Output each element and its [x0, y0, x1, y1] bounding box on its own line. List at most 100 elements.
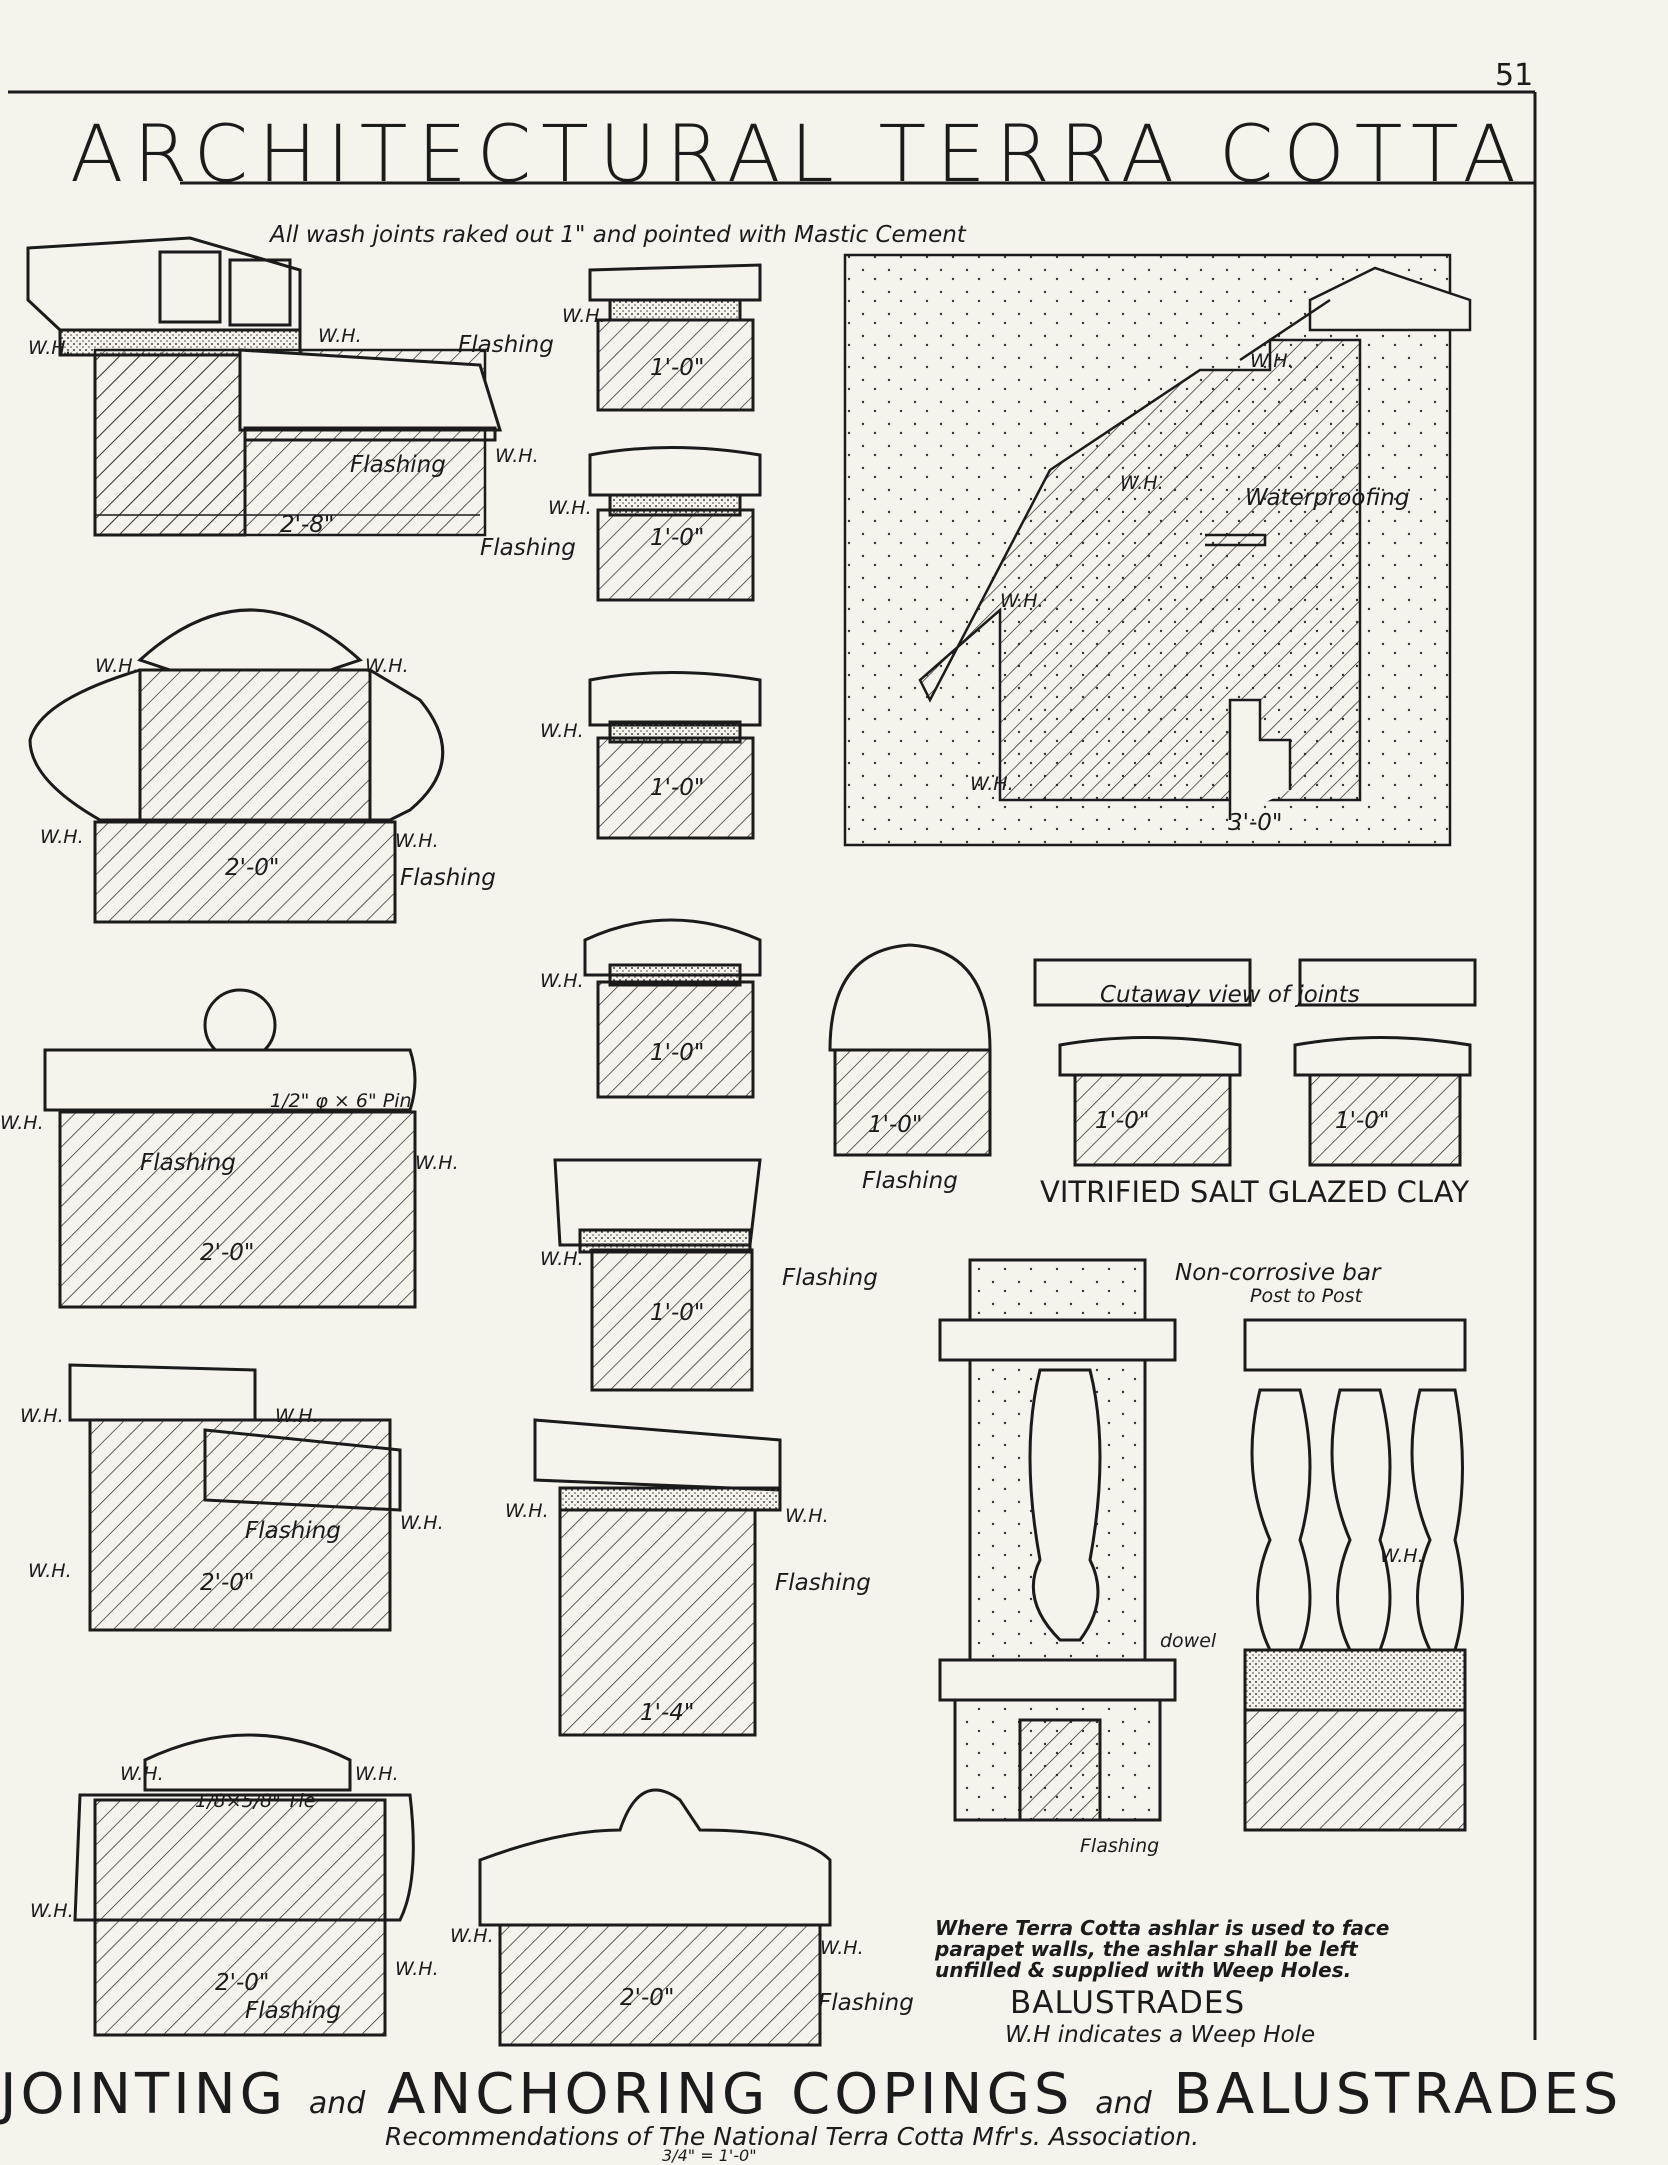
dimension-2-0: 2'-0" — [200, 1570, 255, 1596]
page-title: ARCHITECTURAL TERRA COTTA — [70, 110, 1526, 200]
coping-detail-4 — [68, 1363, 402, 1632]
label-wh: W.H. — [30, 1900, 74, 1922]
label-flashing: Flashing — [400, 865, 496, 891]
label-flashing: Flashing — [458, 332, 554, 358]
coping-detail-5 — [73, 1733, 415, 2037]
footer-anchoring: ANCHORING COPINGS — [387, 2062, 1074, 2127]
label-wh: W.H. — [395, 1958, 439, 1980]
label-wh: W.H. — [505, 1500, 549, 1522]
footer-and: and — [308, 2086, 366, 2121]
wall-section — [843, 253, 1472, 847]
label-wh: W.H. — [365, 655, 409, 677]
coping-small-4 — [583, 918, 762, 1099]
label-flashing: Flashing — [245, 1518, 341, 1544]
page-number: 51 — [1495, 58, 1534, 93]
label-flashing: Flashing — [1080, 1835, 1160, 1857]
coping-arched — [828, 943, 992, 1157]
footer-jointing: JOINTING — [0, 2062, 288, 2127]
coping-detail-1 — [26, 236, 503, 537]
label-wh: W.H. — [970, 773, 1014, 795]
label-wh: W.H. — [495, 445, 539, 467]
label-wh: W.H. — [1250, 350, 1294, 372]
coping-ornate-1 — [28, 608, 445, 924]
dimension-2-0: 2'-0" — [225, 855, 280, 881]
label-wh: W.H. — [540, 720, 584, 742]
label-balustrades: BALUSTRADES — [1010, 1985, 1246, 2021]
label-wh: W.H. — [28, 1560, 72, 1582]
dimension-1-0: 1'-0" — [650, 1040, 705, 1066]
label-wh: W.H. — [562, 305, 606, 327]
dimension-1-0: 1'-0" — [1095, 1108, 1150, 1134]
dimension-2-8: 2'-8" — [280, 512, 335, 538]
footer-scale: 3/4" = 1'-0" — [662, 2146, 757, 2165]
dimension-2-0: 2'-0" — [620, 1985, 675, 2011]
coping-roll-top — [43, 988, 417, 1309]
label-wash-joints: All wash joints raked out 1" and pointed… — [270, 222, 966, 248]
label-vitrified-clay: VITRIFIED SALT GLAZED CLAY — [1040, 1175, 1470, 1209]
coping-small-1 — [588, 263, 762, 412]
label-flashing: Flashing — [480, 535, 576, 561]
dimension-1-0: 1'-0" — [650, 525, 705, 551]
dimension-3-0: 3'-0" — [1228, 810, 1283, 836]
label-flashing: Flashing — [862, 1168, 958, 1194]
dimension-1-0: 1'-0" — [650, 1300, 705, 1326]
label-wh: W.H. — [0, 1112, 44, 1134]
label-flashing: Flashing — [775, 1570, 871, 1596]
label-wh: W.H. — [95, 655, 139, 677]
label-flashing: Flashing — [782, 1265, 878, 1291]
label-wh: W.H. — [540, 1248, 584, 1270]
dimension-1-0: 1'-0" — [650, 355, 705, 381]
coping-small-3 — [588, 671, 762, 840]
dimension-1-0: 1'-0" — [1335, 1108, 1390, 1134]
label-wh: W.H. — [785, 1505, 829, 1527]
label-wh: W.H. — [1000, 590, 1044, 612]
label-wh: W.H. — [548, 497, 592, 519]
page-frame — [8, 90, 1537, 2040]
dimension-2-0: 2'-0" — [215, 1970, 270, 1996]
label-wh: W.H. — [40, 826, 84, 848]
label-flashing: Flashing — [140, 1150, 236, 1176]
label-waterproofing: Waterproofing — [1245, 485, 1410, 511]
label-post-to-post: Post to Post — [1250, 1285, 1363, 1307]
label-pin: 1/2" φ × 6" Pin — [270, 1090, 412, 1112]
coping-small-6 — [533, 1418, 782, 1737]
dimension-2-0: 2'-0" — [200, 1240, 255, 1266]
coping-small-2 — [588, 446, 762, 602]
footer-balustrades: BALUSTRADES — [1173, 2062, 1623, 2127]
label-non-corrosive-bar: Non-corrosive bar — [1175, 1260, 1381, 1286]
dimension-1-0: 1'-0" — [650, 775, 705, 801]
label-flashing: Flashing — [818, 1990, 914, 2016]
label-flashing: Flashing — [350, 452, 446, 478]
label-wh: W.H. — [120, 1763, 164, 1785]
balustrade-post — [938, 1258, 1177, 1822]
coping-detail-6 — [478, 1788, 832, 2047]
balustrade-elevation — [1243, 1318, 1467, 1832]
label-wh: W.H. — [20, 1405, 64, 1427]
label-wh: W.H. — [1380, 1545, 1424, 1567]
footer-and: and — [1095, 2086, 1152, 2121]
label-wh: W.H. — [415, 1152, 459, 1174]
label-wh-legend: W.H indicates a Weep Hole — [1005, 2022, 1316, 2048]
footer-recommendations: Recommendations of The National Terra Co… — [385, 2122, 1200, 2151]
label-wh: W.H. — [400, 1512, 444, 1534]
label-tie: 1/8×5/8" Tie — [195, 1790, 316, 1812]
label-wh: W.H. — [395, 830, 439, 852]
label-cutaway: Cutaway view of joints — [1100, 982, 1360, 1008]
label-dowel: dowel — [1160, 1630, 1217, 1652]
label-wh: W.H. — [28, 337, 72, 359]
coping-small-5 — [553, 1158, 762, 1392]
label-wh: W.H. — [318, 325, 362, 347]
vitrified-clay-samples — [1033, 958, 1477, 1167]
footer-title: JOINTING and ANCHORING COPINGS and BALUS… — [0, 2062, 1622, 2127]
label-wh: W.H. — [1120, 472, 1164, 494]
label-flashing: Flashing — [245, 1998, 341, 2024]
label-wh: W.H. — [355, 1763, 399, 1785]
label-wh: W.H. — [275, 1405, 319, 1427]
label-wh: W.H. — [450, 1925, 494, 1947]
label-wh: W.H. — [540, 970, 584, 992]
note-ashlar: Where Terra Cotta ashlar is used to face… — [935, 1916, 1390, 1982]
label-wh: W.H. — [820, 1937, 864, 1959]
dimension-1-0: 1'-0" — [868, 1112, 923, 1138]
dimension-1-4: 1'-4" — [640, 1700, 695, 1726]
